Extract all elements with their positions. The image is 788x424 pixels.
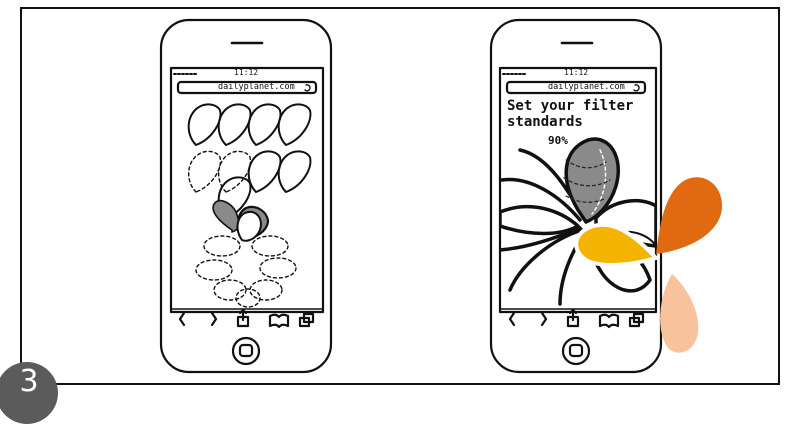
filter-heading-line1: Set your filter [507, 98, 633, 114]
status-time-right: 11:12 [564, 68, 588, 77]
zoomed-flower [500, 139, 656, 304]
status-time-left: 11:12 [234, 68, 258, 77]
back-icon [180, 313, 184, 325]
step-badge: 3 [0, 362, 58, 424]
petal-flower-left [196, 236, 296, 307]
share-icon [238, 310, 248, 326]
phone-left-home-ring [233, 338, 259, 364]
url-text-right[interactable]: dailyplanet.com [548, 82, 625, 92]
filter-percent: 90% [548, 134, 568, 147]
bookmarks-icon [270, 315, 288, 327]
url-text-left[interactable]: dailyplanet.com [218, 82, 295, 92]
petal-orange [656, 177, 722, 254]
reload-icon [305, 85, 310, 91]
petal-peach [660, 274, 698, 353]
filter-heading-line2: standards [507, 114, 583, 130]
tabs-icon [300, 314, 313, 326]
petal-grid [184, 100, 313, 222]
sketch-canvas [0, 0, 788, 396]
forward-icon [212, 313, 216, 325]
home-button-icon-right [570, 345, 582, 356]
home-button-icon [240, 345, 252, 356]
